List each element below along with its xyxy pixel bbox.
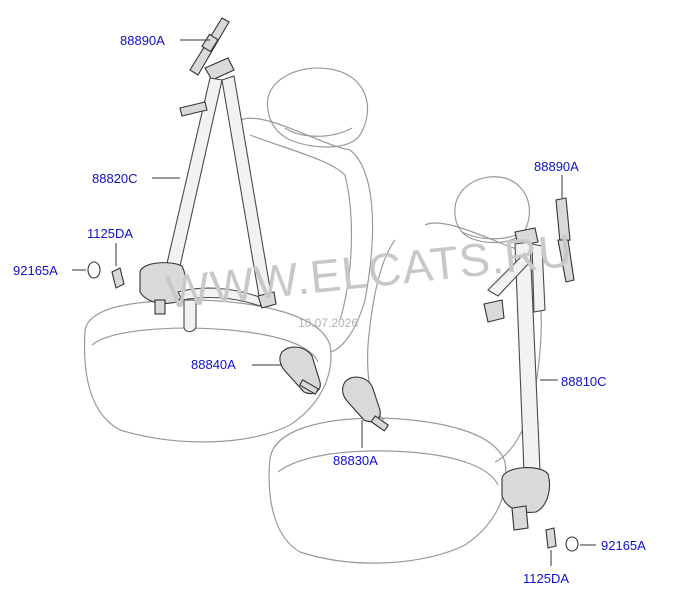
leader-lines — [72, 39, 596, 566]
height-adjuster-left-part — [189, 17, 230, 76]
label-cover-left: 92165A — [13, 263, 58, 278]
label-buckle-right: 88830A — [333, 453, 378, 468]
bolt-right-part — [545, 527, 557, 549]
label-buckle-left: 88840A — [191, 357, 236, 372]
label-bolt-left: 1125DA — [87, 226, 133, 241]
buckle-right-part — [342, 376, 390, 432]
watermark-text: WWW.ELCATS.RU — [164, 224, 575, 318]
cover-right-part — [565, 536, 579, 552]
left-belt-assembly — [139, 17, 277, 333]
label-bolt-right: 1125DA — [523, 571, 569, 586]
date-stamp: 10.07.2026 — [298, 316, 358, 330]
label-belt-left: 88820C — [92, 171, 138, 186]
label-belt-right: 88810C — [561, 374, 607, 389]
buckle-left-part — [279, 346, 321, 395]
bolt-left-part — [111, 267, 125, 289]
label-height-adjuster-left: 88890A — [120, 33, 165, 48]
cover-left-part — [87, 261, 101, 279]
label-height-adjuster-right: 88890A — [534, 159, 579, 174]
height-adjuster-right-part — [555, 197, 575, 283]
label-cover-right: 92165A — [601, 538, 646, 553]
right-belt-assembly — [483, 197, 575, 531]
